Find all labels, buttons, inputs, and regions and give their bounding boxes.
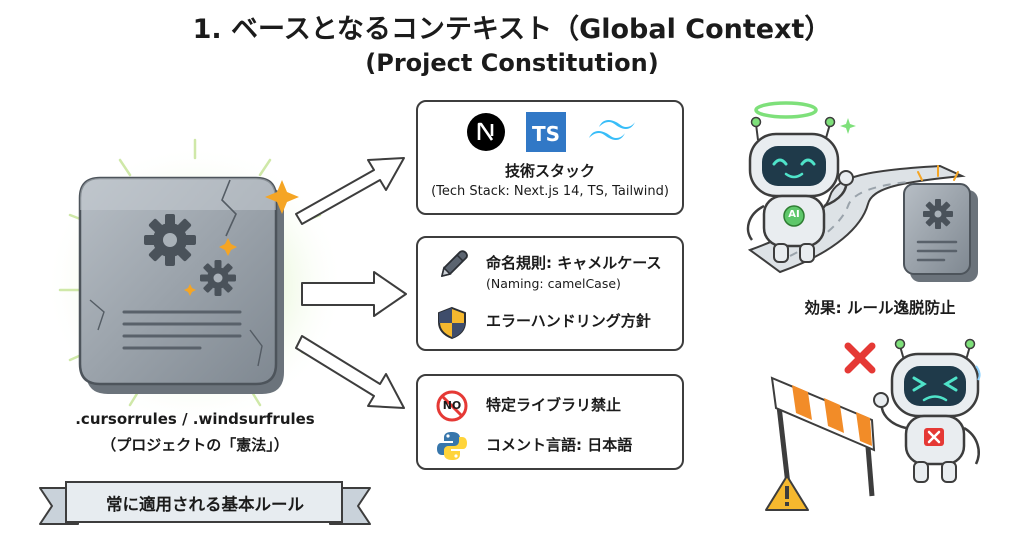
small-gear-icon: [200, 260, 236, 296]
comment-language-text: コメント言語: 日本語: [486, 436, 633, 454]
nextjs-logo-icon: [467, 113, 505, 151]
sparkle-icon: [265, 180, 299, 214]
error-handling-row: エラーハンドリング方針: [430, 304, 674, 340]
naming-rule-en-text: (Naming: camelCase): [486, 276, 621, 291]
python-logo-icon: [437, 432, 467, 460]
no-badge-text: NO: [442, 399, 462, 412]
banned-libraries-text: 特定ライブラリ禁止: [486, 396, 622, 414]
robot-ai-badge: AI: [788, 209, 800, 220]
banned-libraries-row: NO 特定ライブラリ禁止: [430, 388, 674, 422]
naming-rule-text: 命名規則: キャメルケース: [486, 254, 662, 272]
barrier-icon: [765, 376, 876, 511]
tech-stack-subtitle: (Tech Stack: Next.js 14, TS, Tailwind): [431, 184, 669, 199]
effect-label: 効果: ルール逸脱防止: [804, 299, 956, 317]
tablet-filename: .cursorrules / .windsurfrules: [75, 410, 315, 428]
arrow-to-tech-stack: [295, 157, 405, 225]
banner-text: 常に適用される基本ルール: [106, 495, 304, 514]
banner: 常に適用される基本ルール: [65, 480, 345, 524]
arrow-to-naming: [301, 271, 407, 317]
banner-ribbon: [39, 481, 371, 525]
typescript-logo-icon: TS: [526, 112, 566, 152]
tailwind-logo-icon: [589, 119, 635, 141]
sparkle-icon: [184, 238, 237, 296]
shield-icon: [438, 306, 466, 340]
arrow-to-restrictions: [295, 335, 405, 409]
red-x-icon: [844, 342, 876, 374]
ts-badge-text: TS: [531, 122, 561, 146]
tech-stack-title: 技術スタック: [504, 162, 595, 180]
small-tablet-icon: [903, 165, 978, 282]
tech-stack-card: TS 技術スタック (Tech Stack: Next.js 14, TS, T…: [416, 100, 684, 215]
error-handling-text: エラーハンドリング方針: [486, 312, 651, 330]
page-title: 1. ベースとなるコンテキスト（Global Context）: [192, 14, 832, 45]
no-entry-icon: NO: [436, 390, 468, 422]
naming-rule-row: 命名規則: キャメルケース (Naming: camelCase): [430, 246, 674, 291]
happy-robot-icon: [746, 101, 856, 263]
restrictions-card: NO 特定ライブラリ禁止 コメント言語: 日本語: [416, 374, 684, 470]
comment-language-row: コメント言語: 日本語: [430, 428, 674, 462]
stone-tablet-icon: [78, 176, 284, 394]
gear-icon: [144, 214, 196, 266]
tablet-caption: （プロジェクトの「憲法」）: [101, 436, 289, 454]
naming-card: 命名規則: キャメルケース (Naming: camelCase) エラーハンド…: [416, 236, 684, 351]
pen-icon: [440, 250, 468, 278]
sad-robot-icon: [873, 338, 981, 483]
page-subtitle: (Project Constitution): [365, 49, 659, 77]
